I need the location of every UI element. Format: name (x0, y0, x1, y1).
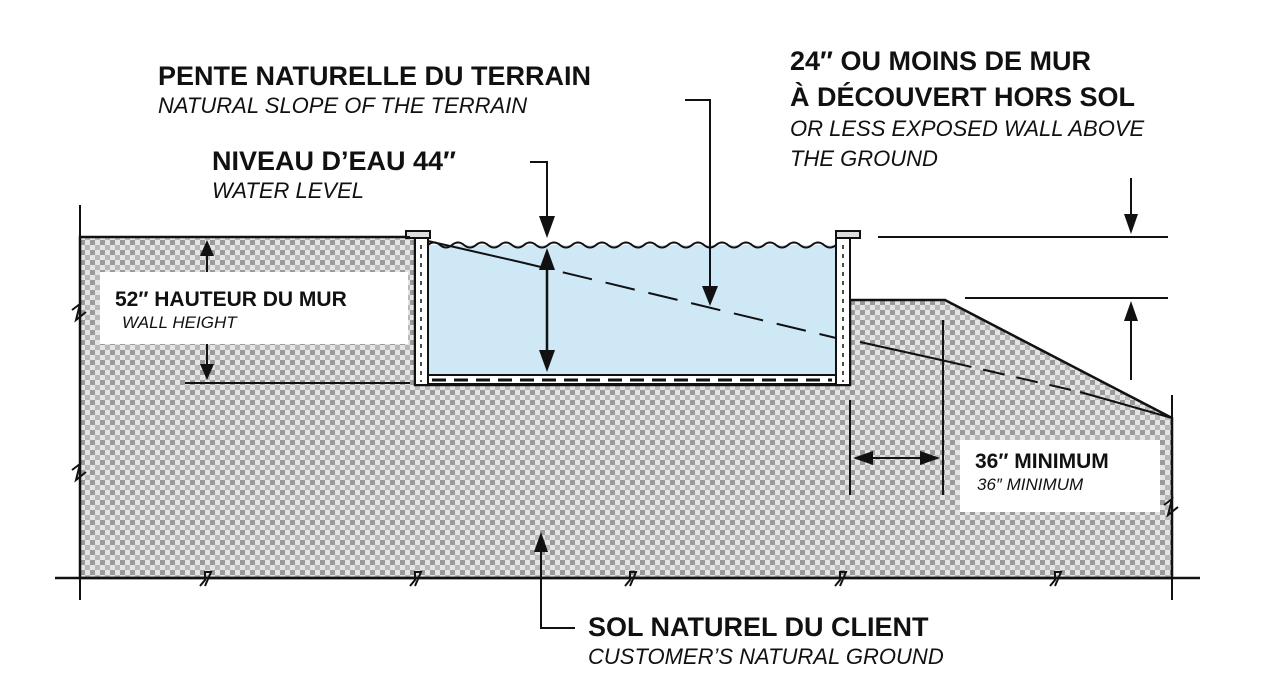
exposed-wall-label-2: À DÉCOUVERT HORS SOL (790, 81, 1135, 112)
wall-height-box (100, 272, 408, 344)
slope-line-dashed-2 (949, 361, 1081, 393)
slope-sublabel: NATURAL SLOPE OF THE TERRAIN (158, 93, 527, 118)
wall-cap-right (835, 230, 861, 239)
pool-water (428, 245, 836, 375)
water-level-label: NIVEAU D’EAU 44″ (212, 146, 456, 176)
water-level-sublabel: WATER LEVEL (212, 178, 364, 203)
ground-sublabel: CUSTOMER’S NATURAL GROUND (588, 644, 944, 669)
slope-line-solid-3 (1079, 391, 1173, 419)
wall-height-sublabel: WALL HEIGHT (122, 313, 238, 332)
exposed-wall-label-1: 24″ OU MOINS DE MUR (790, 46, 1091, 76)
water-level-leader (530, 161, 548, 222)
wall-height-label: 52″ HAUTEUR DU MUR (115, 288, 347, 311)
slope-line-dashed-pool (519, 261, 837, 339)
exposed-wall-sublabel-1: OR LESS EXPOSED WALL ABOVE (790, 116, 1145, 141)
minimum-label: 36″ MINIMUM (975, 450, 1109, 473)
slope-leader (685, 99, 711, 292)
break-marks (199, 571, 1063, 587)
minimum-box (960, 440, 1160, 512)
ground-leader (540, 548, 575, 629)
slope-line-solid-2 (859, 341, 951, 363)
minimum-sublabel: 36″ MINIMUM (977, 475, 1084, 494)
slope-label: PENTE NATURELLE DU TERRAIN (158, 61, 591, 91)
water-surface (427, 241, 837, 249)
ground-label: SOL NATUREL DU CLIENT (588, 612, 929, 642)
exposed-wall-sublabel-2: THE GROUND (790, 146, 938, 171)
slope-line-solid (427, 240, 521, 263)
wall-cap-left (405, 230, 431, 239)
